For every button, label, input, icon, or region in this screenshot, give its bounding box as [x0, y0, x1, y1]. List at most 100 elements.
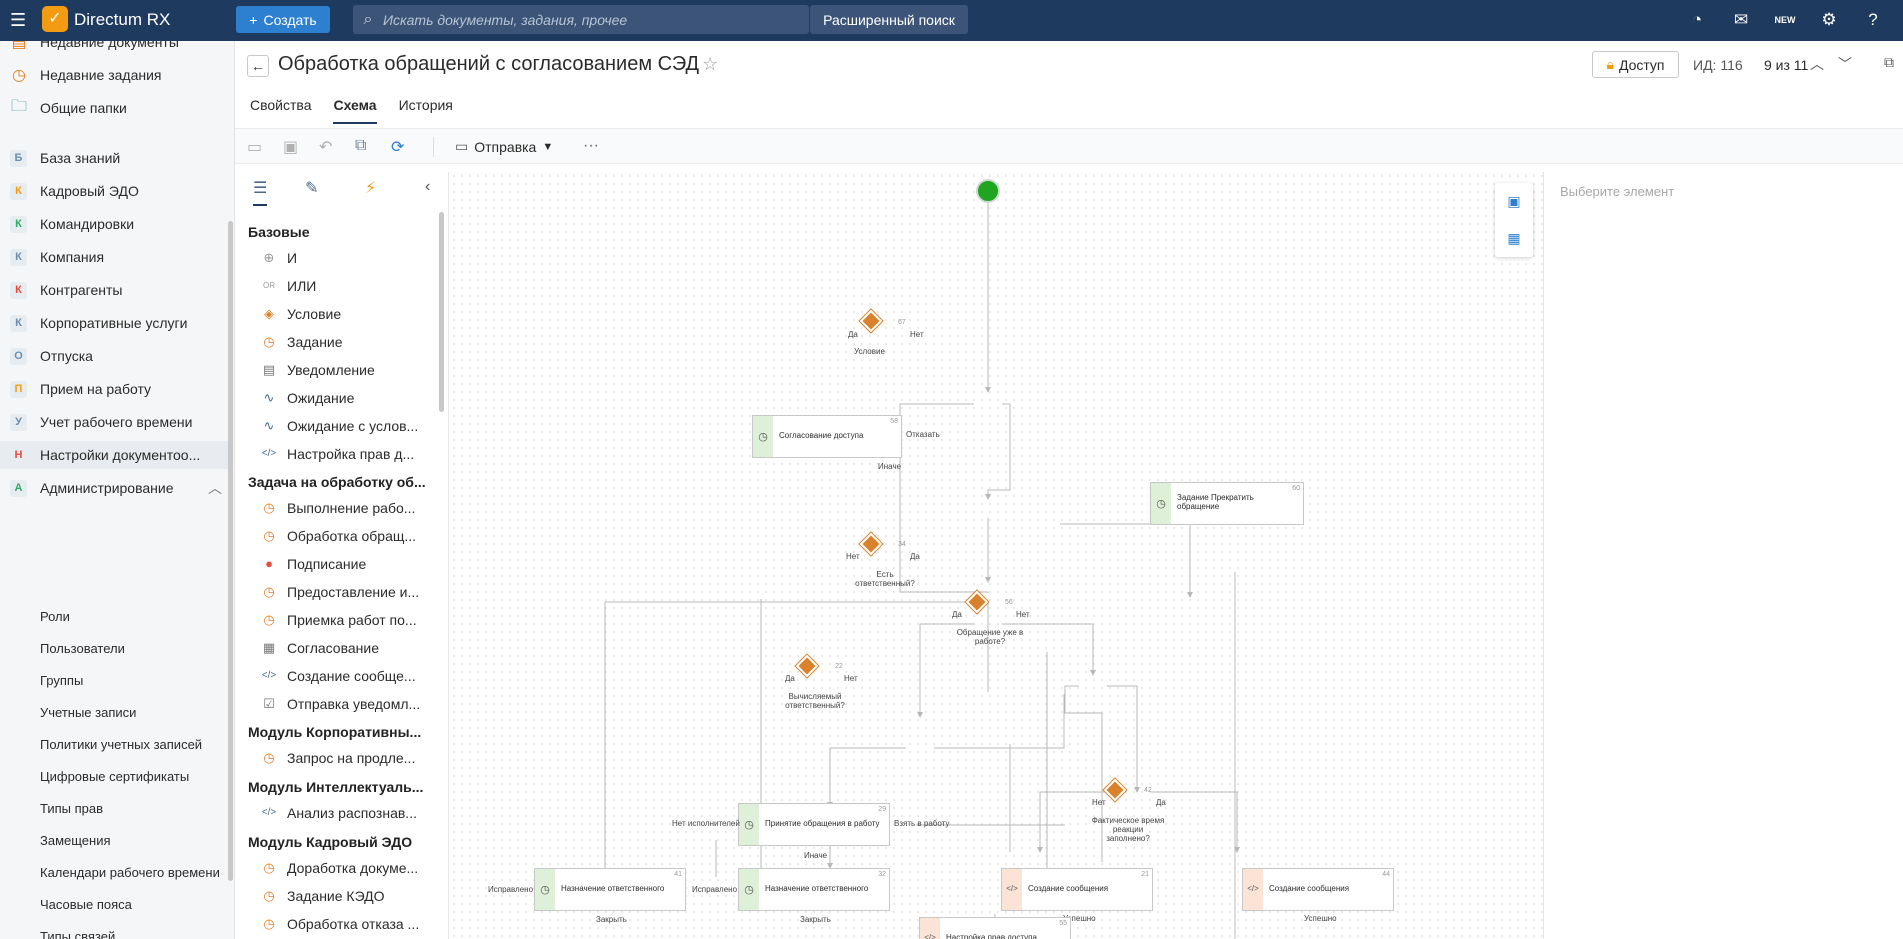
- admin-item-roles[interactable]: Роли: [40, 609, 70, 624]
- mail-icon[interactable]: ✉: [1733, 10, 1749, 29]
- palette-item[interactable]: ◷Задание: [261, 334, 437, 350]
- toolbar: ▭ ▣ ↶ ⧉ ⟳ ▭Отправка▼ ···: [235, 128, 1903, 164]
- copy-icon[interactable]: ⧉: [355, 137, 367, 154]
- palette-scrollbar[interactable]: [439, 212, 444, 412]
- script-node-message[interactable]: </> Создание сообщения 21: [1001, 868, 1153, 911]
- advanced-search-button[interactable]: Расширенный поиск: [810, 5, 968, 34]
- admin-item-users[interactable]: Пользователи: [40, 641, 125, 656]
- admin-item-account-policies[interactable]: Политики учетных записей: [40, 737, 203, 752]
- admin-item-groups[interactable]: Группы: [40, 673, 84, 688]
- prev-record-icon[interactable]: ︿: [1810, 56, 1824, 72]
- chevron-up-icon[interactable]: ︿: [208, 480, 222, 496]
- sidebar-item-shared-folders[interactable]: 🗀Общие папки: [0, 94, 228, 122]
- palette-item[interactable]: </>Создание сообще...: [261, 668, 416, 684]
- new-icon[interactable]: NEW: [1774, 15, 1796, 25]
- sidebar-scrollbar[interactable]: [228, 221, 233, 881]
- start-node[interactable]: [976, 179, 1000, 203]
- help-icon[interactable]: ?: [1868, 10, 1878, 29]
- palette-item[interactable]: ●Подписание: [261, 556, 437, 572]
- script-node-rights[interactable]: </> Настройка прав доступа 55: [919, 917, 1071, 939]
- palette-item[interactable]: ∿Ожидание с услов...: [261, 418, 437, 434]
- admin-item-right-types[interactable]: Типы прав: [40, 801, 104, 816]
- edge-label-no: Нет: [910, 330, 924, 339]
- palette-item[interactable]: ▦Согласование: [262, 640, 379, 656]
- admin-item-calendars[interactable]: Календари рабочего времени: [40, 865, 220, 880]
- collapse-icon[interactable]: ‹: [425, 178, 431, 195]
- app-logo[interactable]: ✓: [42, 6, 68, 32]
- palette-item[interactable]: ◷Доработка докуме...: [261, 860, 437, 876]
- plus-icon: +: [249, 11, 258, 28]
- palette-item[interactable]: ▤Уведомление: [262, 362, 375, 378]
- palette-item[interactable]: ◷Предоставление и...: [261, 584, 437, 600]
- admin-item-timezones[interactable]: Часовые пояса: [40, 897, 132, 912]
- star-icon[interactable]: ☆: [702, 54, 719, 74]
- palette-item[interactable]: ∿Ожидание: [261, 390, 437, 406]
- palette-item[interactable]: ◷Запрос на продле...: [261, 750, 437, 766]
- palette-item[interactable]: </>Настройка прав д...: [261, 446, 415, 462]
- record-counter: 9 из 11: [1764, 57, 1809, 73]
- canvas-tools: ▣ ▦: [1495, 183, 1533, 257]
- script-node-message[interactable]: </> Создание сообщения 44: [1242, 868, 1394, 911]
- admin-item-certificates[interactable]: Цифровые сертификаты: [40, 769, 190, 784]
- task-node-access-approval[interactable]: ◷ Согласование доступа 58: [752, 415, 902, 458]
- task-node-stop[interactable]: ◷ Задание Прекратить обращение 60: [1150, 482, 1304, 525]
- next-record-icon[interactable]: ﹀: [1838, 56, 1852, 72]
- send-dropdown[interactable]: ▭Отправка▼: [455, 138, 554, 155]
- palette-item[interactable]: ◷Задание КЭДО: [261, 888, 437, 904]
- tab-history[interactable]: История: [398, 97, 453, 113]
- palette-item[interactable]: ◷Обработка обращ...: [261, 528, 437, 544]
- clock-icon: ◷: [753, 416, 773, 457]
- events-tab-icon[interactable]: ⚡: [365, 180, 377, 197]
- undo-icon[interactable]: ↶: [319, 139, 333, 156]
- access-button[interactable]: 🔒︎Доступ: [1592, 51, 1679, 78]
- diagram-canvas[interactable]: 67 Да Нет Условие ◷ Согласование доступа…: [450, 172, 1543, 939]
- create-button[interactable]: +Создать: [236, 6, 330, 33]
- palette-item[interactable]: ⊕И: [261, 250, 437, 266]
- palette-item[interactable]: ◷Обработка отказа ...: [261, 916, 437, 932]
- sidebar-item-recent-docs[interactable]: ▤Недавние документы: [0, 41, 228, 56]
- tab-properties[interactable]: Свойства: [250, 97, 312, 113]
- palette-item[interactable]: ☑Отправка уведомл...: [261, 696, 437, 712]
- export-word-icon[interactable]: ▣: [1507, 193, 1521, 209]
- palette-item[interactable]: ◷Приемка работ по...: [261, 612, 437, 628]
- analytics-icon[interactable]: ◔: [1691, 10, 1703, 29]
- palette-item[interactable]: </>Анализ распознав...: [261, 805, 417, 821]
- more-icon[interactable]: ···: [583, 137, 599, 154]
- save-close-icon[interactable]: ▣: [283, 139, 299, 156]
- gear-icon[interactable]: ⚙: [1821, 10, 1837, 29]
- refresh-icon[interactable]: ⟳: [391, 139, 405, 156]
- palette-item[interactable]: ◈Условие: [261, 306, 437, 322]
- edge-label-no: Нет: [846, 552, 860, 561]
- admin-item-link-types[interactable]: Типы связей: [40, 929, 116, 939]
- blocks-tab-icon[interactable]: ☰: [253, 178, 268, 206]
- save-icon[interactable]: ▭: [247, 139, 263, 156]
- export-image-icon[interactable]: ▦: [1507, 230, 1521, 246]
- admin-item-accounts[interactable]: Учетные записи: [40, 705, 137, 720]
- and-icon: ⊕: [263, 250, 275, 265]
- task-node-assign[interactable]: ◷ Назначение ответственного 32: [738, 868, 890, 911]
- menu-icon[interactable]: ☰: [10, 10, 27, 30]
- task-node-assign[interactable]: ◷ Назначение ответственного 41: [534, 868, 686, 911]
- open-window-icon[interactable]: ⧉: [1884, 54, 1894, 70]
- sidebar-item-recent-tasks[interactable]: ◷Недавние задания: [0, 61, 228, 89]
- properties-tab-icon[interactable]: ✎: [305, 180, 319, 197]
- palette-item[interactable]: ◷Выполнение рабо...: [261, 500, 437, 516]
- task-node-accept[interactable]: ◷ Принятие обращения в работу 29: [738, 803, 890, 846]
- tab-scheme[interactable]: Схема: [333, 97, 377, 124]
- admin-item-substitutions[interactable]: Замещения: [40, 833, 111, 848]
- clock-icon: ◷: [263, 584, 275, 599]
- back-button[interactable]: ←: [247, 55, 269, 77]
- search-input[interactable]: [383, 11, 809, 28]
